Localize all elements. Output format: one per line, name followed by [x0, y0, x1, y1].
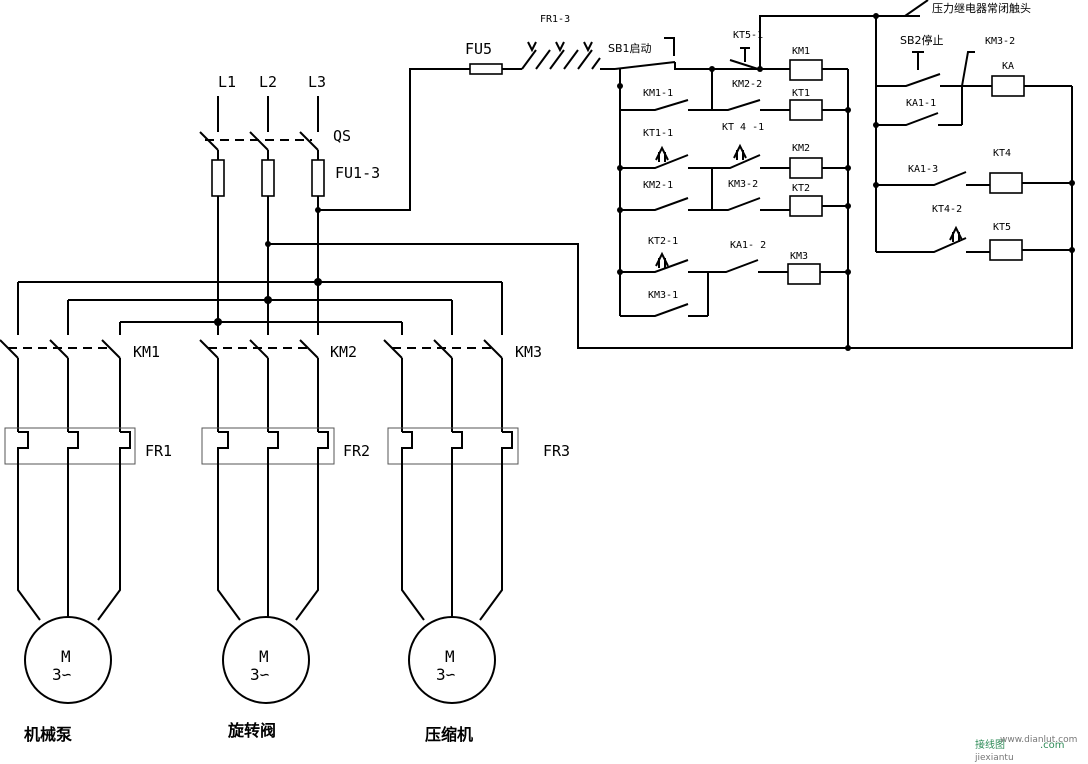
kt2-coil	[789, 195, 823, 217]
ka1-3-label: KA1-3	[908, 164, 938, 175]
pressure-relay-label: 压力继电器常闭触头	[932, 1, 1031, 15]
svg-text:3∽: 3∽	[250, 665, 269, 684]
km2-coil	[789, 157, 823, 179]
km1-label: KM1	[133, 343, 160, 361]
km3-2-contact	[712, 197, 790, 211]
power-circuit: L1 L2 L3 QS FU1-3 KM1 KM2	[0, 73, 570, 744]
kt4-coil	[989, 172, 1023, 194]
km3-label: KM3	[515, 343, 542, 361]
ka-coil	[991, 75, 1025, 97]
km3-1-contact	[620, 303, 708, 317]
ka-coil-label: KA	[1002, 61, 1014, 72]
km2-2-contact	[712, 99, 790, 111]
kt1-1-contact	[620, 154, 712, 169]
ka1-1-contact	[876, 112, 962, 126]
kt2-1-contact	[620, 259, 708, 273]
motor-name-pump: 机械泵	[24, 725, 72, 744]
kt4-1-label: KT 4 -1	[722, 122, 764, 133]
kt1-coil-label: KT1	[792, 88, 810, 99]
fuse-label: FU1-3	[335, 164, 380, 182]
sb1-start-button	[614, 37, 760, 70]
km3-coil	[787, 263, 821, 285]
kt4-1-contact	[712, 154, 790, 169]
km3-2b-contact	[961, 51, 975, 87]
control-return-l2	[268, 86, 1073, 349]
fr-contacts-label: FR1-3	[540, 14, 570, 25]
km3-coil-label: KM3	[790, 251, 808, 262]
km2-1-contact	[620, 197, 712, 211]
motor-3: M 3∽	[408, 616, 496, 704]
fuse-l2	[261, 159, 275, 197]
svg-text:3∽: 3∽	[52, 665, 71, 684]
km2-coil-label: KM2	[792, 143, 810, 154]
sb1-start-label: SB1启动	[608, 42, 652, 55]
ka1-3-contact	[876, 171, 990, 186]
line-label-l2: L2	[259, 73, 277, 91]
watermark: 接线图 .com jiexiantu www.dianlut.com	[974, 735, 1077, 763]
sb2-stop-label: SB2停止	[900, 33, 944, 47]
fr2-label: FR2	[343, 442, 370, 460]
km1-1-contact	[620, 99, 712, 111]
kt4-2-contact	[876, 237, 990, 253]
kt4-2-label: KT4-2	[932, 204, 962, 215]
supply-wires	[217, 96, 319, 132]
svg-text:M: M	[259, 647, 269, 666]
motor-name-rotary-valve: 旋转阀	[227, 721, 276, 740]
control-feed-l3	[318, 68, 470, 211]
sb2-stop-button	[876, 51, 962, 87]
svg-text:M: M	[61, 647, 71, 666]
ka1-2-label: KA1- 2	[730, 240, 766, 251]
watermark-site: jiexiantu	[974, 753, 1014, 763]
line-label-l1: L1	[218, 73, 236, 91]
kt4-coil-label: KT4	[993, 148, 1011, 159]
km1-coil	[789, 59, 823, 81]
control-circuit: FU5 FR1-3 SB1启动 KM1-1 KT5-1 KM1 KM2-2 KT…	[268, 0, 1075, 351]
kt5-coil-label: KT5	[993, 222, 1011, 233]
km2-1-label: KM2-1	[643, 180, 673, 191]
km2-2-label: KM2-2	[732, 79, 762, 90]
qs-label: QS	[333, 127, 351, 145]
fr1-thermal-relay	[4, 427, 136, 465]
km2-label: KM2	[330, 343, 357, 361]
kt1-1-label: KT1-1	[643, 128, 673, 139]
fu5-label: FU5	[465, 40, 492, 58]
kt1-coil	[789, 99, 823, 121]
watermark-dotcom: .com	[1040, 740, 1065, 751]
svg-text:M: M	[445, 647, 455, 666]
km3-1-label: KM3-1	[648, 290, 678, 301]
fr3-label: FR3	[543, 442, 570, 460]
kt5-coil	[989, 239, 1023, 261]
line-label-l3: L3	[308, 73, 326, 91]
km1-coil-label: KM1	[792, 46, 810, 57]
fuse-l3	[311, 159, 325, 197]
svg-text:3∽: 3∽	[436, 665, 455, 684]
fu5-fuse	[469, 63, 503, 75]
watermark-logo: 接线图	[975, 738, 1005, 751]
fr-nc-contacts	[521, 49, 601, 70]
kt2-coil-label: KT2	[792, 183, 810, 194]
km3-2b-label: KM3-2	[985, 36, 1015, 47]
kt5-1-label: KT5-1	[733, 30, 763, 41]
ka1-1-label: KA1-1	[906, 98, 936, 109]
km1-1-label: KM1-1	[643, 88, 673, 99]
kt2-1-label: KT2-1	[648, 236, 678, 247]
motor-1: M 3∽	[24, 616, 112, 704]
km3-2-label: KM3-2	[728, 179, 758, 190]
fr1-label: FR1	[145, 442, 172, 460]
motor-name-compressor: 压缩机	[425, 725, 473, 744]
ka1-2-contact	[708, 259, 788, 273]
motor-2: M 3∽	[222, 616, 310, 704]
kt5-1-contact	[712, 47, 790, 70]
watermark-url: www.dianlut.com	[1000, 735, 1077, 745]
fuse-l1	[211, 159, 225, 197]
